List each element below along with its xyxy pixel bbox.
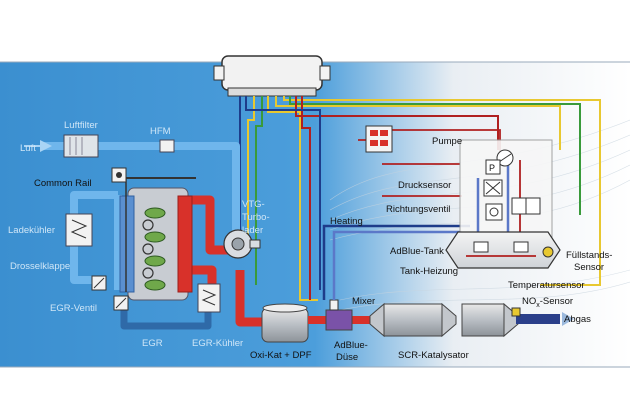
label-oxi-kat: Oxi-Kat + DPF: [250, 350, 312, 361]
label-egr-kuehler: EGR-Kühler: [192, 338, 243, 349]
egr-ventil-valve: [113, 295, 129, 311]
common-rail-sensor: [111, 167, 127, 183]
label-adblue-duese-line2: Düse: [336, 352, 358, 363]
label-common-rail: Common Rail: [34, 178, 92, 189]
label-pumpe: Pumpe: [432, 136, 462, 147]
label-heating: Heating: [330, 216, 363, 227]
label-vtg-line3: lader: [242, 225, 263, 236]
label-richtungsventil: Richtungsventil: [386, 204, 450, 215]
filter-symbol: [485, 203, 503, 221]
luftfilter-box: [63, 134, 99, 158]
directional-valve-symbol: [483, 179, 541, 215]
heating-relay-box: [365, 125, 393, 153]
label-luftfilter: Luftfilter: [64, 120, 98, 131]
label-egr: EGR: [142, 338, 163, 349]
label-adblue-tank: AdBlue-Tank: [390, 246, 444, 257]
pressure-symbol-label: P: [489, 163, 495, 173]
label-mixer: Mixer: [352, 296, 375, 307]
cylinder-injectors: [144, 207, 166, 291]
scr-katalysator-1: [369, 302, 457, 338]
scr-katalysator-2: [461, 302, 519, 338]
label-tank-heizung: Tank-Heizung: [400, 266, 458, 277]
label-luft: Luft: [20, 143, 36, 154]
label-vtg-line2: Turbo-: [242, 212, 270, 223]
drosselklappe-valve: [91, 275, 107, 291]
engine-block: [116, 177, 196, 301]
ecu-control-unit: [213, 55, 331, 97]
adblue-tank: [445, 231, 561, 269]
hfm-sensor: [159, 139, 175, 153]
label-temperatursensor: Temperatursensor: [508, 280, 585, 291]
label-vtg-line1: VTG-: [242, 199, 265, 210]
label-fuellstands-line2: Sensor: [574, 262, 604, 273]
ladekuehler-box: [65, 213, 93, 247]
label-hfm: HFM: [150, 126, 171, 137]
egr-return-path: [120, 300, 212, 330]
adblue-supply-lines: [322, 224, 470, 300]
label-adblue-duese-line1: AdBlue-: [334, 340, 368, 351]
wiring-harness: [239, 96, 601, 301]
egr-kuehler-box: [197, 283, 221, 313]
oxi-kat-dpf: [261, 303, 309, 343]
label-egr-ventil: EGR-Ventil: [50, 303, 97, 314]
label-fuellstands-line1: Füllstands-: [566, 250, 612, 261]
tailpipe: [511, 307, 574, 326]
pump-symbol: [496, 149, 514, 167]
label-drosselklappe: Drosselklappe: [10, 261, 70, 272]
label-ladekuehler: Ladekühler: [8, 225, 55, 236]
vtg-turbocharger: [223, 229, 261, 259]
exhaust-path: [180, 195, 264, 327]
label-drucksensor: Drucksensor: [398, 180, 451, 191]
pressure-sensor-symbol: P: [485, 159, 501, 175]
label-scr: SCR-Katalysator: [398, 350, 469, 361]
label-abgas: Abgas: [564, 314, 591, 325]
adblue-nozzle-mixer: [308, 299, 386, 331]
label-nox-sensor: NOx-Sensor: [522, 296, 573, 309]
